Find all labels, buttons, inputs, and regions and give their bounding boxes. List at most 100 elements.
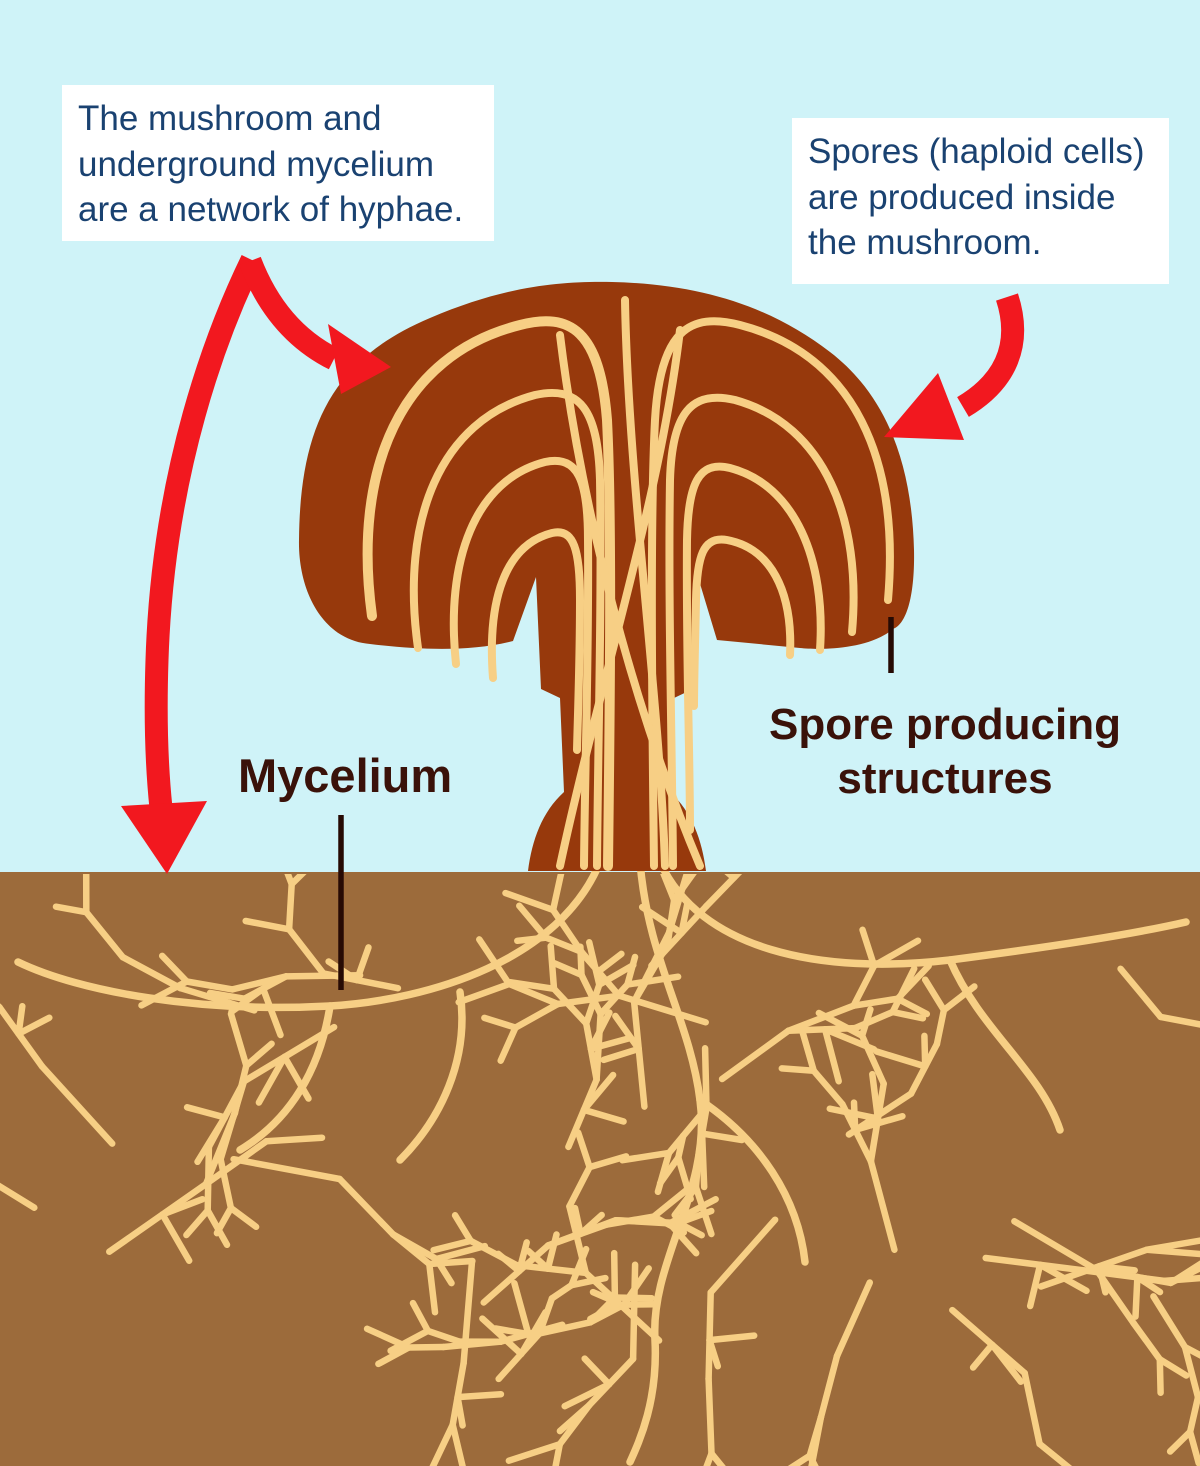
mycelium-branch	[409, 1299, 432, 1335]
mycelium-branch	[561, 1381, 613, 1410]
mycelium-branch	[1186, 1394, 1200, 1436]
mycelium-branch	[549, 874, 565, 914]
mycelium-branch	[1095, 1263, 1138, 1274]
mycelium-branch	[889, 965, 918, 1016]
mushroom-hyphae-strands	[362, 296, 894, 871]
mycelium-branch	[363, 1325, 412, 1351]
mycelium-branch	[873, 1048, 929, 1070]
mycelium-branch	[227, 1010, 250, 1069]
mycelium-branch	[227, 1204, 260, 1231]
mycelium-branch	[624, 953, 639, 988]
callout-left-line3: are a network of hyphae.	[78, 190, 464, 229]
mycelium-branch	[650, 1183, 695, 1220]
mycelium-branch	[230, 1155, 343, 1183]
mycelium-branch	[480, 1242, 552, 1306]
mycelium-branch	[921, 976, 948, 1014]
mycelium-branch	[1130, 1319, 1164, 1363]
mycelium-branch	[610, 1249, 619, 1301]
mycelium-branch	[718, 1027, 792, 1083]
mycelium-branch	[565, 1076, 600, 1151]
mycelium-branch	[158, 952, 190, 985]
mycelium-branch	[1132, 1273, 1141, 1320]
mycelium-branch	[159, 1195, 206, 1218]
mycelium-branch	[405, 1343, 447, 1351]
mycelium-branch	[515, 1239, 530, 1275]
mycelium-branch	[1143, 1237, 1200, 1253]
mycelium-branch	[867, 1080, 887, 1165]
mycelium-branch	[889, 1008, 927, 1022]
mycelium-branch	[336, 1175, 397, 1238]
mycelium-branch	[552, 1440, 564, 1466]
mycelium-branch	[982, 1254, 1088, 1274]
mycelium-branch	[1166, 1428, 1194, 1455]
mycelium-branch	[506, 978, 558, 993]
mycelium-branch	[612, 1012, 642, 1053]
mycelium-branch	[1021, 1369, 1043, 1448]
mycelium-branch	[582, 1269, 663, 1344]
mycelium-branch	[675, 1132, 687, 1161]
mycelium-branch	[858, 1032, 887, 1087]
mycelium-branch	[547, 942, 558, 993]
mycelium-branch	[615, 992, 709, 1026]
mycelium-branch	[451, 1212, 474, 1245]
mycelium-branch	[707, 1216, 779, 1296]
mycelium-branch	[582, 981, 603, 1027]
mycelium-branch	[851, 1008, 896, 1032]
mycelium-branch	[587, 1034, 634, 1052]
mycelium-branch	[505, 1440, 564, 1464]
mycelium-branch	[1026, 1261, 1044, 1310]
mycelium-branch	[454, 1393, 466, 1429]
mycelium-branch	[1181, 1343, 1200, 1401]
mycelium-branch	[894, 995, 931, 1018]
mycelium-branch	[706, 1332, 758, 1344]
mycelium-branch	[1117, 965, 1164, 1021]
mycelium-branch	[426, 1257, 476, 1268]
mycelium-branch	[242, 917, 293, 933]
mycelium-branch	[850, 962, 878, 1009]
mycelium-branch	[705, 1289, 714, 1383]
mycelium-branch	[1143, 1246, 1200, 1258]
callout-right-line2: are produced inside	[808, 177, 1116, 217]
mycelium-branch	[581, 1355, 613, 1388]
mycelium-branch	[808, 1414, 825, 1466]
mycelium-branch	[183, 1207, 211, 1239]
callout-spores: Spores (haploid cells) are produced insi…	[792, 118, 1169, 284]
mycelium-branch	[495, 1250, 523, 1275]
mycelium-branch	[1150, 1293, 1189, 1351]
mycelium-branch	[505, 980, 562, 1008]
mycelium-branch	[511, 1280, 532, 1338]
mycelium-branch	[556, 1401, 593, 1435]
mycelium-branch	[574, 1129, 593, 1171]
mycelium-branch	[778, 1065, 817, 1074]
mycelium-branch	[460, 1258, 476, 1367]
mycelium-branch	[603, 1213, 657, 1228]
mycelium-branch	[826, 1105, 882, 1122]
mycelium-branch	[285, 926, 327, 977]
mycelium-branch	[502, 889, 557, 914]
mycelium-branch	[656, 1154, 682, 1187]
mycelium-branch	[817, 1352, 841, 1421]
mycelium-branch	[1156, 1356, 1190, 1379]
mycelium-branch	[183, 978, 236, 993]
mycelium-branch	[587, 1300, 623, 1323]
mycelium-branch	[449, 1421, 466, 1466]
mycelium-branch	[571, 1204, 584, 1238]
mycelium-branch	[204, 1207, 231, 1249]
mycelium-branch	[159, 1211, 193, 1264]
mycelium-branch	[578, 971, 604, 1018]
mycelium-branch	[988, 1341, 1025, 1385]
mycelium-branch	[810, 1067, 846, 1108]
mycelium-branch	[619, 1149, 673, 1164]
mycelium-branch	[698, 1130, 746, 1144]
mycelium-branch	[708, 1450, 726, 1466]
mycelium-branch	[859, 926, 878, 969]
mycelium-branch	[969, 1341, 996, 1371]
mycelium-branch	[550, 985, 590, 1027]
mycelium-branch	[566, 1163, 593, 1210]
mycelium-branch	[206, 989, 248, 1002]
mycelium-branch	[375, 1344, 412, 1368]
mycelium-branch	[424, 1327, 463, 1345]
mycelium-branch	[787, 1452, 813, 1466]
mycelium-branch	[229, 973, 290, 993]
